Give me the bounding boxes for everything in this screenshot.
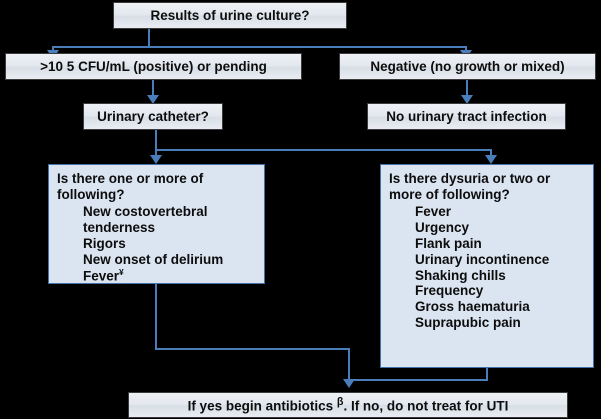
- connector-left-panel-drop: [155, 284, 157, 350]
- connector-root-stem: [148, 29, 150, 48]
- list-item-fever: Fever¥: [83, 266, 256, 284]
- list-item: Flank pain: [415, 235, 482, 251]
- list-item: Suprapubic pain: [415, 315, 521, 331]
- conclusion-text-after: . If no, do not treat for UTI: [343, 398, 509, 414]
- list-item: New onset of delirium: [83, 251, 224, 267]
- connector-merge-drop: [348, 348, 350, 380]
- list-item: Urinary incontinence: [415, 251, 550, 267]
- footnote-marker-beta: β: [336, 395, 344, 408]
- arrowhead-to-left-panel: [150, 155, 162, 164]
- list-item: Gross haematuria: [415, 299, 530, 315]
- list-item-label: Fever: [83, 268, 120, 284]
- list-item: Rigors: [83, 235, 126, 251]
- connector-root-right-drop: [465, 46, 467, 52]
- connector-positive-to-catheter: [152, 80, 154, 97]
- connector-right-panel-drop: [486, 368, 488, 381]
- node-label: Urinary catheter?: [97, 108, 209, 124]
- conclusion-text: If yes begin antibiotics β. If no, do no…: [188, 396, 509, 414]
- node-label: Results of urine culture?: [150, 7, 310, 23]
- panel-question: Is there one or more of following?: [57, 171, 204, 202]
- arrowhead-to-catheter: [147, 95, 159, 104]
- list-item: Shaking chills: [415, 267, 506, 283]
- arrowhead-to-right-panel: [485, 155, 497, 164]
- list-item: New costovertebral: [83, 203, 208, 219]
- connector-catheter-split: [155, 149, 492, 151]
- list-item: tenderness: [83, 219, 156, 235]
- connector-root-left-drop: [52, 46, 54, 52]
- node-label: Negative (no growth or mixed): [370, 58, 565, 74]
- connector-right-panel-across: [348, 379, 488, 381]
- node-urinary-catheter: Urinary catheter?: [83, 103, 223, 130]
- connector-negative-to-no-uti: [466, 80, 468, 97]
- panel-question: Is there dysuria or two or more of follo…: [389, 171, 551, 202]
- arrowhead-to-no-uti: [461, 95, 473, 104]
- connector-catheter-right-drop: [490, 149, 492, 158]
- list-item: Urgency: [415, 219, 470, 235]
- connector-catheter-stem: [155, 130, 157, 151]
- node-label: >10 5 CFU/mL (positive) or pending: [40, 58, 267, 74]
- conclusion-text-before: If yes begin antibiotics: [187, 398, 337, 414]
- node-negative-no-growth: Negative (no growth or mixed): [339, 53, 596, 80]
- footnote-marker-yen: ¥: [119, 266, 124, 277]
- node-positive-or-pending: >10 5 CFU/mL (positive) or pending: [5, 53, 302, 80]
- node-results-of-urine-culture: Results of urine culture?: [113, 2, 347, 29]
- list-item: Frequency: [415, 283, 484, 299]
- node-label: No urinary tract infection: [386, 108, 547, 124]
- panel-catheter-criteria: Is there one or more of following? New c…: [48, 164, 265, 284]
- list-item: Fever: [415, 203, 452, 219]
- panel-noncatheter-criteria: Is there dysuria or two or more of follo…: [380, 164, 594, 368]
- panel-criteria-list: New costovertebral tenderness Rigors New…: [57, 204, 256, 284]
- connector-root-split: [52, 46, 466, 48]
- node-no-urinary-tract-infection: No urinary tract infection: [367, 103, 566, 130]
- panel-criteria-list: Fever Urgency Flank pain Urinary inconti…: [389, 204, 585, 331]
- connector-left-panel-across: [155, 348, 350, 350]
- arrowhead-to-conclusion: [343, 379, 355, 388]
- node-conclusion: If yes begin antibiotics β. If no, do no…: [128, 392, 568, 418]
- connector-catheter-left-drop: [155, 149, 157, 158]
